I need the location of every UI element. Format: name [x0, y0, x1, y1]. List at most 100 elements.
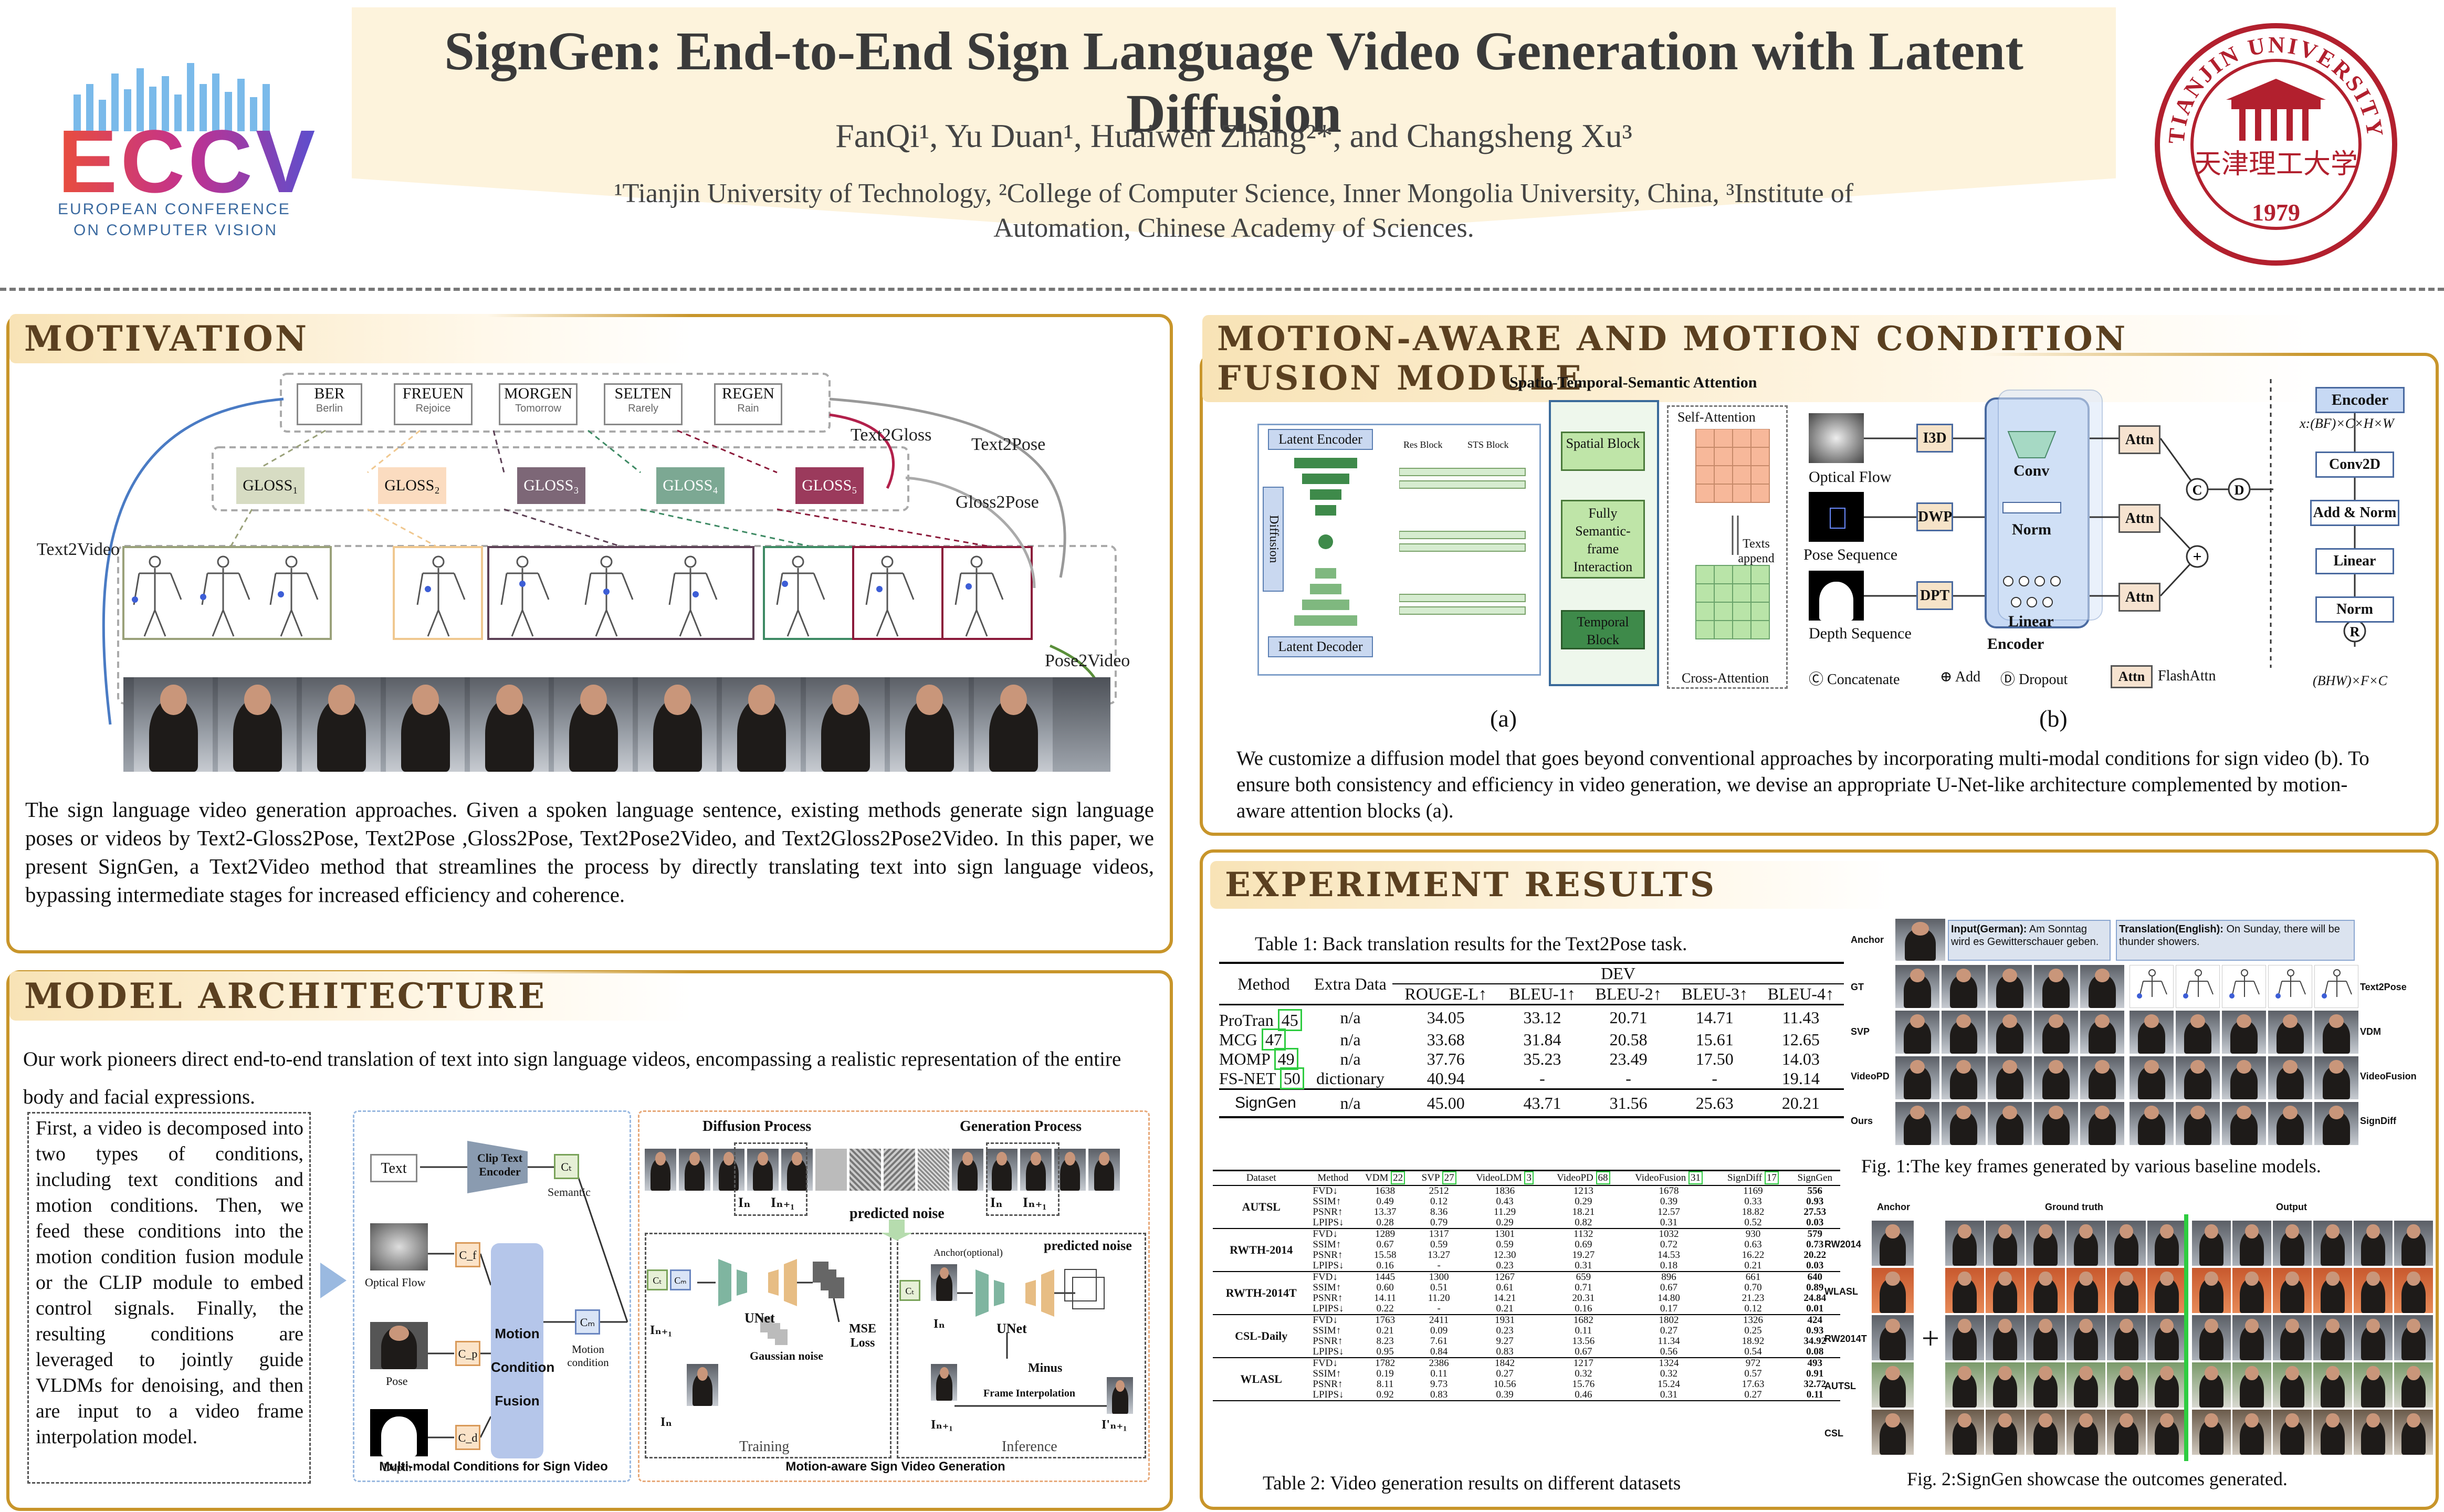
- fig1-label-anchor: Anchor: [1851, 934, 1884, 945]
- latent-decoder-block: Latent Decoder: [1268, 636, 1373, 657]
- fig2-anchor-frame: [1872, 1315, 1914, 1360]
- right-add-norm: Add & Norm: [2310, 500, 2399, 526]
- architecture-panel: [6, 970, 1173, 1511]
- right-encoder-output: (BHW)×F×C: [2313, 673, 2387, 688]
- fig1-frame-grid: [1895, 965, 2358, 1146]
- experiments-title: Experiment Results: [1210, 861, 1893, 909]
- unet-outline: [1257, 424, 1541, 676]
- arrow-to-mm: [320, 1263, 347, 1298]
- fig1-frame: [2222, 1011, 2266, 1054]
- generation-in1-label: Iₙ₊₁: [1023, 1195, 1047, 1210]
- right-norm: Norm: [2315, 596, 2394, 623]
- inf-in-label: Iₙ: [933, 1317, 945, 1331]
- fig2-plus: +: [1922, 1321, 1939, 1356]
- fig2-frame: [2192, 1268, 2231, 1313]
- i3d-block: I3D: [1916, 424, 1953, 453]
- fig2-gt-output-divider: [2184, 1214, 2188, 1461]
- legend-add: ⊕ Add: [1940, 669, 1981, 685]
- fig2-anchor-frame: [1872, 1362, 1914, 1408]
- inf-frame-1: [931, 1364, 957, 1401]
- training-box: [645, 1233, 891, 1458]
- fig1-frame: [2130, 1011, 2174, 1054]
- generation-process-label: Generation Process: [960, 1118, 1082, 1135]
- pose-image: [370, 1322, 428, 1369]
- optical-flow-thumb: [1809, 413, 1864, 463]
- fig1-frame: [2268, 1102, 2312, 1145]
- fig2-frame: [2273, 1315, 2312, 1360]
- fig1-translation-box: Translation(English): On Sunday, there w…: [2116, 920, 2355, 961]
- fig2-frame: [2394, 1362, 2433, 1408]
- fig1-frame: [2176, 1102, 2220, 1145]
- gloss-box-2: GLOSS₂: [378, 467, 446, 504]
- mm-caption: Multi-modal Conditions for Sign Video: [379, 1460, 608, 1474]
- minus-label: Minus: [1028, 1361, 1063, 1375]
- cross-attention-label: Cross-Attention: [1682, 670, 1769, 686]
- inference-label: Inference: [1002, 1438, 1057, 1455]
- fig2-frame: [2232, 1268, 2271, 1313]
- t2-header: Method: [1317, 1172, 1349, 1183]
- fig1-label-gt: GT: [1851, 982, 1864, 992]
- train-in1-label: Iₙ₊₁: [650, 1324, 672, 1337]
- unet-train-label: UNet: [744, 1310, 775, 1326]
- fig1-frame: [2176, 965, 2220, 1008]
- fig2-row-autsl: AUTSL: [1824, 1381, 1856, 1391]
- fig1-frame: [2080, 965, 2124, 1008]
- architecture-title: Model Architecture: [9, 971, 692, 1021]
- fusion-module-title: Motion-Aware and Motion Condition Fusion…: [1202, 315, 2315, 402]
- fig2-frame: [2192, 1221, 2231, 1266]
- fig1-frame: [2314, 1102, 2358, 1145]
- clip-text-encoder: Clip Text Encoder: [477, 1151, 523, 1178]
- paper-title: SignGen: End-to-End Sign Language Video …: [444, 21, 2023, 144]
- ct-token: Cₜ: [554, 1154, 579, 1179]
- t1-h-extra: Extra Data: [1308, 963, 1392, 1005]
- table1: Method Extra Data DEV ROUGE-L↑ BLEU-1↑ B…: [1219, 962, 1844, 1118]
- fig2-frame: [2067, 1268, 2105, 1313]
- spatial-block: Spatial Block: [1561, 432, 1645, 471]
- fig2-frame: [2232, 1221, 2271, 1266]
- fig2-frame: [1986, 1315, 2025, 1360]
- eccv-logo-text: ECCV: [58, 110, 318, 213]
- attn-block-3: Attn: [2118, 583, 2160, 612]
- legend-dropout: Ⓓ Dropout: [2000, 671, 2068, 688]
- fig2-frame: [2147, 1362, 2186, 1408]
- diffusion-in1-label: Iₙ₊₁: [771, 1195, 795, 1210]
- inf-in1p-label: I'ₙ₊₁: [1102, 1418, 1127, 1432]
- train-frame-in: [687, 1364, 718, 1406]
- cm-token: Cₘ: [575, 1309, 600, 1335]
- inference-box: [897, 1233, 1146, 1458]
- train-in-label: Iₙ: [660, 1415, 672, 1429]
- encoder-label: Encoder: [1987, 635, 2044, 653]
- tju-logo-cn: 天津理工大学: [2194, 149, 2358, 180]
- motivation-text: The sign language video generation appro…: [25, 797, 1154, 907]
- fig1-frame: [2314, 1011, 2358, 1054]
- gen-ct-token: Cₜ: [647, 1269, 668, 1290]
- conv-label: Conv: [2013, 462, 2050, 479]
- attention-detail: [1667, 405, 1788, 689]
- fig1-frame: [2176, 1011, 2220, 1054]
- fig2-frame: [2026, 1221, 2065, 1266]
- diffusion-block: Diffusion: [1263, 487, 1284, 592]
- pose-label: Pose: [386, 1374, 408, 1388]
- fig2-anchor-column: [1872, 1221, 1916, 1457]
- fig1-frame: [2080, 1011, 2124, 1054]
- label-pose2video: Pose2Video: [1045, 651, 1130, 670]
- motion-aware-generation-figure: Diffusion Process Generation Process Iₙ …: [638, 1110, 1150, 1482]
- fig2-frame: [2147, 1410, 2186, 1455]
- fig2-anchor-frame: [1872, 1268, 1914, 1313]
- diffusion-selected-frames: [734, 1142, 807, 1216]
- depth-sequence-thumb: [1809, 571, 1864, 621]
- right-linear: Linear: [2315, 548, 2394, 574]
- fig1-frame: [2222, 1102, 2266, 1145]
